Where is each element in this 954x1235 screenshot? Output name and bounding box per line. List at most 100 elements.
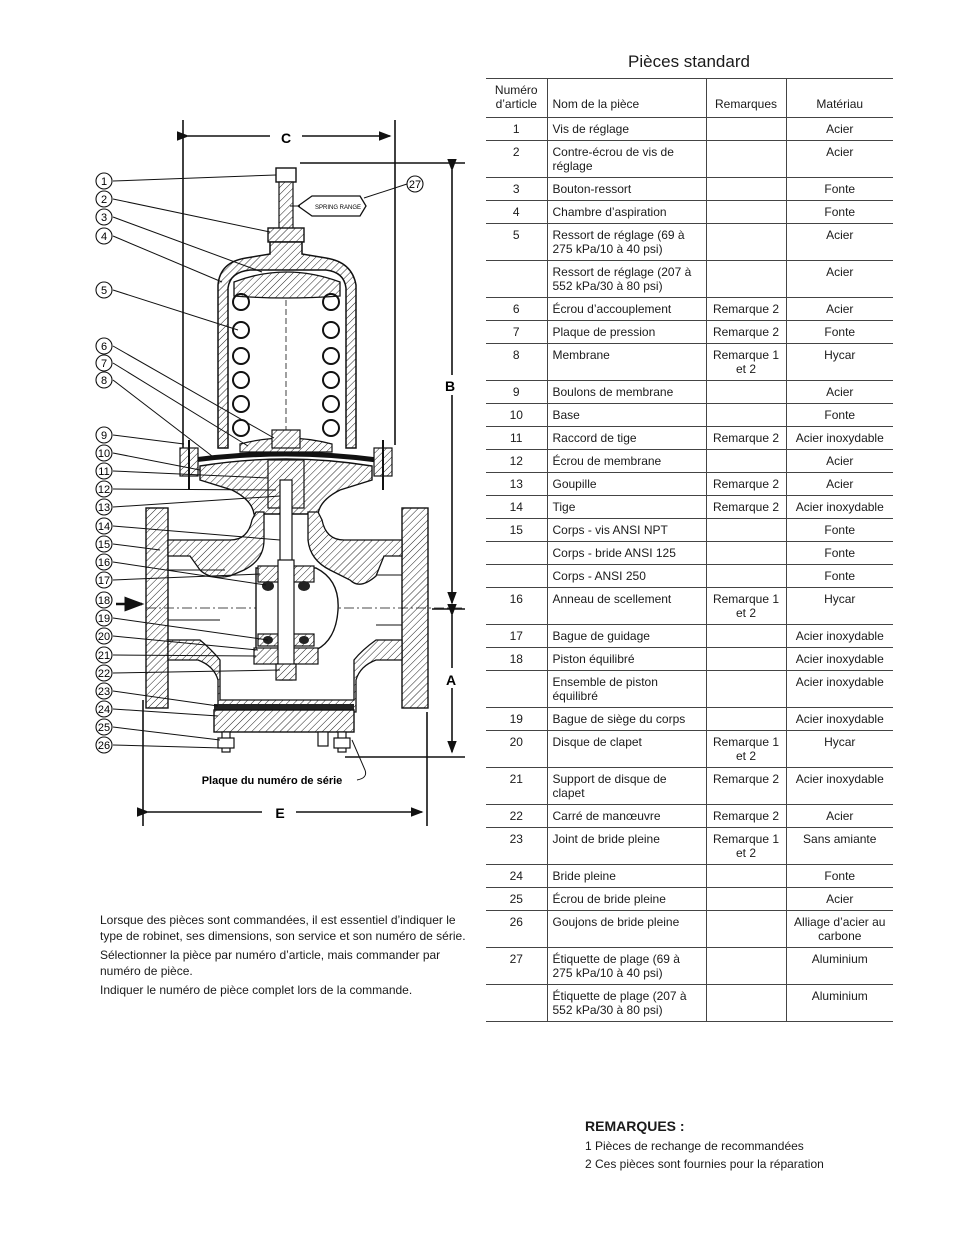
remarks-cell: Remarque 1 et 2 — [705, 730, 786, 768]
material-cell: Acier inoxydable — [785, 495, 893, 519]
header-remarks: Remarques — [705, 78, 786, 118]
part-name-cell: Bride pleine — [546, 864, 706, 888]
part-name-cell: Bague de siège du corps — [546, 707, 706, 731]
dimension-b — [300, 158, 465, 610]
material-cell: Acier — [785, 117, 893, 141]
callout-10: 10 — [98, 448, 110, 460]
item-number-cell: 14 — [486, 495, 547, 519]
part-name-cell: Goujons de bride pleine — [546, 910, 706, 948]
remarks-title: REMARQUES : — [585, 1118, 685, 1134]
dimension-c — [176, 120, 396, 455]
material-cell: Aluminium — [785, 947, 893, 985]
material-cell: Acier — [785, 449, 893, 473]
callout-18: 18 — [98, 595, 110, 607]
remarks-cell: Remarque 1 et 2 — [705, 827, 786, 865]
material-cell: Acier — [785, 260, 893, 298]
part-name-cell: Corps - bride ANSI 125 — [546, 541, 706, 565]
item-number-cell: 15 — [486, 518, 547, 542]
remark-2: 2 Ces pièces sont fournies pour la répar… — [585, 1157, 824, 1171]
material-cell: Hycar — [785, 587, 893, 625]
item-number-cell: 25 — [486, 887, 547, 911]
item-number-cell — [486, 541, 547, 565]
item-number-cell: 12 — [486, 449, 547, 473]
part-name-cell: Membrane — [546, 343, 706, 381]
item-number-cell: 13 — [486, 472, 547, 496]
remarks-cell: Remarque 1 et 2 — [705, 343, 786, 381]
ordering-note-3: Indiquer le numéro de pièce complet lors… — [100, 983, 413, 997]
header-part-name: Nom de la pièce — [546, 78, 706, 118]
ordering-instructions: Lorsque des pièces sont commandées, il e… — [100, 912, 470, 1001]
callout-12: 12 — [98, 484, 110, 496]
blind-flange — [213, 704, 355, 753]
valve-body — [145, 507, 462, 713]
parts-table-title: Pièces standard — [628, 52, 750, 71]
part-name-cell: Carré de manœuvre — [546, 804, 706, 828]
part-name-cell: Disque de clapet — [546, 730, 706, 768]
remarks-cell: Remarque 2 — [705, 426, 786, 450]
remark-1: 1 Pièces de rechange de recommandées — [585, 1139, 804, 1153]
adjusting-screw — [267, 167, 305, 253]
material-cell: Acier — [785, 472, 893, 496]
item-number-cell: 4 — [486, 200, 547, 224]
part-name-cell: Étiquette de plage (69 à 275 kPa/10 à 40… — [546, 947, 706, 985]
callout-leaders — [112, 174, 408, 749]
part-name-cell: Ensemble de piston équilibré — [546, 670, 706, 708]
item-number-cell — [486, 260, 547, 298]
item-number-cell — [486, 984, 547, 1022]
part-name-cell: Bouton-ressort — [546, 177, 706, 201]
material-cell: Acier inoxydable — [785, 624, 893, 648]
item-number-cell: 23 — [486, 827, 547, 865]
remarks-cell — [705, 910, 786, 948]
material-cell: Acier inoxydable — [785, 707, 893, 731]
remarks-cell — [705, 647, 786, 671]
remarks-cell — [705, 223, 786, 261]
item-number-cell: 6 — [486, 297, 547, 321]
material-cell: Acier — [785, 804, 893, 828]
item-number-cell: 3 — [486, 177, 547, 201]
item-number-cell — [486, 670, 547, 708]
callout-14: 14 — [98, 521, 110, 533]
dimension-c-label: C — [281, 130, 291, 146]
part-name-cell: Raccord de tige — [546, 426, 706, 450]
item-number-cell: 19 — [486, 707, 547, 731]
callout-22: 22 — [98, 668, 110, 680]
remarks-cell — [705, 140, 786, 178]
part-name-cell: Corps - ANSI 250 — [546, 564, 706, 588]
material-cell: Acier inoxydable — [785, 670, 893, 708]
part-name-cell: Support de disque de clapet — [546, 767, 706, 805]
remarks-cell: Remarque 2 — [705, 767, 786, 805]
remarks-cell — [705, 670, 786, 708]
callout-20: 20 — [98, 631, 110, 643]
part-name-cell: Tige — [546, 495, 706, 519]
callout-2: 2 — [101, 194, 107, 206]
material-cell: Fonte — [785, 564, 893, 588]
remarks-cell — [705, 707, 786, 731]
header-item-number: Numéro d’article — [486, 78, 547, 118]
item-number-cell: 21 — [486, 767, 547, 805]
item-number-cell — [486, 564, 547, 588]
header-material: Matériau — [785, 78, 893, 118]
part-name-cell: Écrou d’accouplement — [546, 297, 706, 321]
item-number-cell: 18 — [486, 647, 547, 671]
part-name-cell: Base — [546, 403, 706, 427]
parts-table-row: Ensemble de piston équilibré Acier inoxyd… — [486, 670, 893, 708]
material-cell: Fonte — [785, 864, 893, 888]
callout-1: 1 — [101, 176, 107, 188]
remarks-cell — [705, 403, 786, 427]
callout-6: 6 — [101, 341, 107, 353]
part-name-cell: Joint de bride pleine — [546, 827, 706, 865]
remarks-section: REMARQUES : 1 Pièces de rechange de reco… — [585, 1117, 905, 1173]
